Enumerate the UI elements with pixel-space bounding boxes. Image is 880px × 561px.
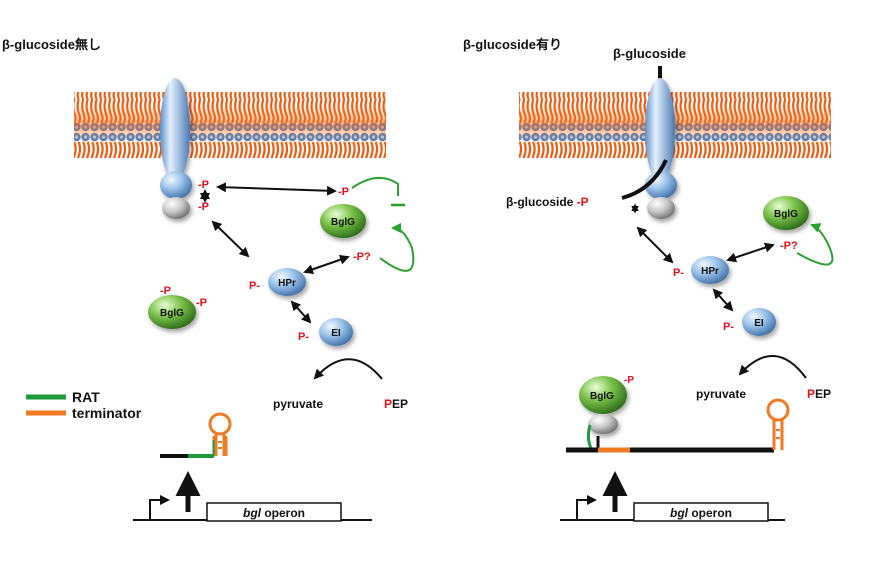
phospho-label: P-: [723, 321, 734, 333]
bglg-label: BglG: [774, 209, 798, 220]
bglg-label: BglG: [160, 308, 184, 319]
hpr-protein: [268, 268, 306, 296]
ei-label: EI: [754, 318, 764, 329]
pyruvate-label: pyruvate: [273, 397, 323, 411]
feedback-arrow: [796, 223, 834, 266]
exchange-arrow: [636, 226, 674, 264]
panel-left: β-glucoside無し -P -P -P BglG -P?: [2, 37, 415, 522]
membrane-right: [519, 92, 831, 158]
legend-label-rat: RAT: [72, 389, 100, 405]
terminator-hairpin: [208, 412, 232, 436]
phospho-question: -P?: [353, 251, 371, 263]
substrate-label: β-glucoside: [613, 46, 686, 61]
rna-transcript: [160, 412, 232, 458]
exchange-arrow: [216, 182, 337, 196]
reaction-arrow: [313, 358, 383, 380]
phospho-label: -P: [338, 186, 349, 198]
substrate-path: [621, 159, 668, 200]
exchange-arrow: [726, 242, 775, 263]
pyruvate-label: pyruvate: [696, 387, 746, 401]
panel-right: β-glucoside有り β-glucoside β-glucoside -P…: [463, 37, 834, 522]
transporter-right: [645, 78, 677, 219]
exchange-arrow: [303, 254, 350, 275]
phospho-label: P-: [298, 331, 309, 343]
pep-label: PEP: [384, 397, 408, 411]
exchange-arrow: [712, 288, 734, 312]
reaction-arrow: [738, 355, 807, 379]
exchange-arrow: [211, 220, 250, 258]
phospho-label: -P: [624, 375, 634, 386]
phospho-label: -P: [196, 297, 207, 309]
transporter-left: [160, 78, 192, 219]
operon-left: bgl operon: [133, 471, 372, 522]
phospho-label: -P: [198, 201, 209, 213]
legend: RAT terminator: [26, 389, 142, 421]
promoter-arrow: [149, 495, 170, 520]
operon-right: bgl operon: [560, 471, 785, 522]
membrane-left: [74, 92, 386, 158]
ei-protein: [742, 308, 776, 336]
ei-label: EI: [331, 328, 341, 339]
phospho-label: -P: [160, 285, 171, 297]
panel-title-left: β-glucoside無し: [2, 37, 101, 52]
phospho-label: P-: [249, 280, 260, 292]
rna-transcript: [566, 398, 790, 453]
operon-box: [206, 502, 342, 522]
hpr-label: HPr: [701, 266, 719, 277]
bglg-protein: [148, 295, 196, 329]
exchange-arrow: [290, 300, 312, 324]
terminator-hairpin: [766, 398, 790, 422]
ei-protein: [319, 318, 353, 346]
operon-label: bgl operon: [670, 506, 732, 520]
bglg-protein: [763, 196, 809, 230]
feedback-arrow: [351, 177, 399, 196]
bglg-protein: [320, 204, 366, 238]
operon-box: [633, 502, 769, 522]
promoter-arrow: [576, 495, 597, 520]
phospho-label: P-: [673, 267, 684, 279]
bglg-label: BglG: [331, 217, 355, 228]
hpr-protein: [691, 256, 729, 284]
bglg-label: BglG: [590, 391, 614, 402]
operon-label: bgl operon: [243, 506, 305, 520]
legend-label-terminator: terminator: [72, 405, 142, 421]
feedback-arrow: [379, 223, 415, 272]
phospho-question: -P?: [780, 240, 798, 252]
hpr-label: HPr: [278, 278, 296, 289]
bglg-protein-bound: [579, 376, 627, 434]
pep-label: PEP: [807, 387, 831, 401]
substrate-phospho-label: β-glucoside -P: [506, 195, 589, 209]
phospho-label: -P: [198, 179, 209, 191]
panel-title-right: β-glucoside有り: [463, 37, 562, 52]
